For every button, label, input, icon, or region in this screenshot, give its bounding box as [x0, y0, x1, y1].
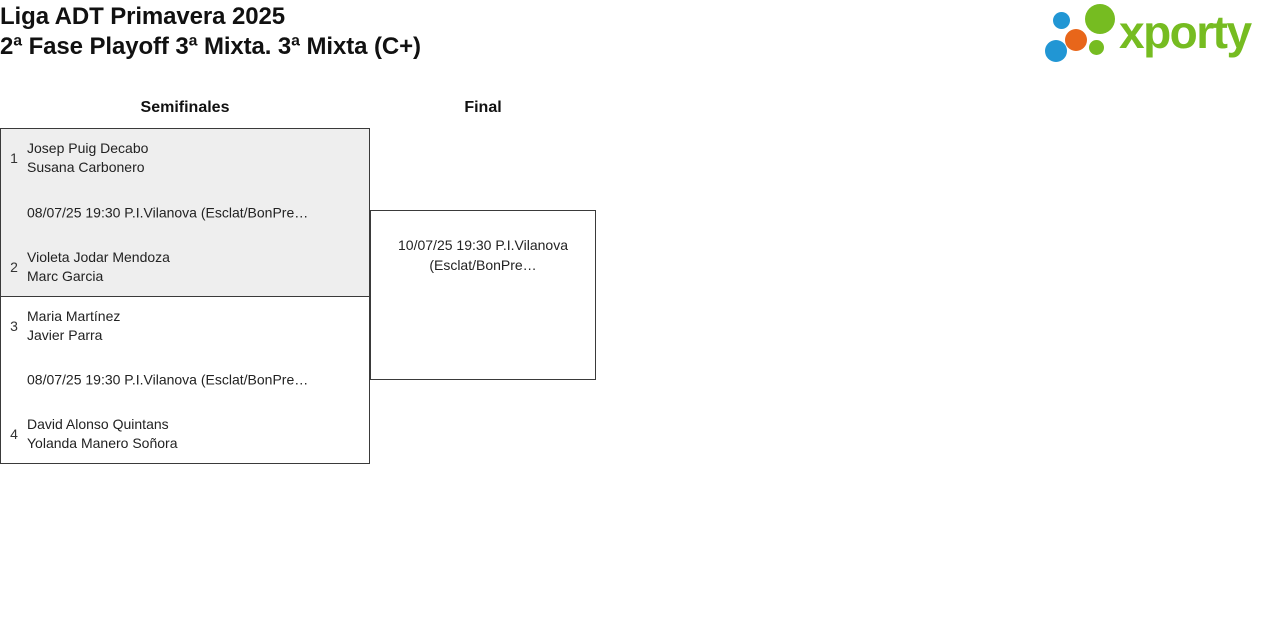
- page-header: Liga ADT Primavera 2025 2ª Fase Playoff …: [0, 0, 1280, 80]
- match-schedule-venue: 08/07/25 19:30 P.I.Vilanova (Esclat/BonP…: [27, 204, 309, 220]
- final-schedule-line-1: 10/07/25 19:30 P.I.Vilanova: [398, 237, 568, 253]
- match-schedule-venue: 08/07/25 19:30 P.I.Vilanova (Esclat/BonP…: [27, 371, 309, 388]
- match-semifinal-2[interactable]: 3 Maria Martínez Javier Parra 08/07/25 1…: [0, 296, 370, 464]
- player-name: Susana Carbonero: [27, 159, 145, 175]
- logo-dot-green-large-icon: [1085, 4, 1115, 34]
- seed-number: 3: [10, 317, 18, 334]
- team-seed-2[interactable]: 2 Violeta Jodar Mendoza Marc Garcia: [1, 248, 369, 286]
- player-name: Javier Parra: [27, 327, 103, 343]
- team-players: David Alonso Quintans Yolanda Manero Soñ…: [27, 415, 369, 453]
- round-header-semifinales: Semifinales: [140, 99, 230, 116]
- seed-number: 2: [10, 258, 18, 275]
- round-header-final: Final: [464, 99, 502, 116]
- seed-number: 4: [10, 425, 18, 442]
- logo-dot-orange-icon: [1065, 29, 1087, 51]
- logo-dot-blue-small-icon: [1053, 12, 1070, 29]
- team-seed-3[interactable]: 3 Maria Martínez Javier Parra: [1, 307, 369, 345]
- xporty-logo[interactable]: xporty: [1045, 4, 1273, 62]
- logo-dots-icon: [1045, 4, 1123, 62]
- match-final[interactable]: 10/07/25 19:30 P.I.Vilanova (Esclat/BonP…: [370, 210, 596, 380]
- logo-dot-blue-large-icon: [1045, 40, 1067, 62]
- player-name: David Alonso Quintans: [27, 416, 169, 432]
- player-name: Maria Martínez: [27, 308, 121, 324]
- page-title: Liga ADT Primavera 2025 2ª Fase Playoff …: [0, 2, 900, 62]
- player-name: Violeta Jodar Mendoza: [27, 249, 170, 265]
- logo-wordmark: xporty: [1119, 6, 1252, 58]
- tournament-phase: 2ª Fase Playoff 3ª Mixta. 3ª Mixta (C+): [0, 33, 421, 60]
- final-schedule-line-2: (Esclat/BonPre…: [429, 257, 537, 273]
- player-name: Marc Garcia: [27, 268, 104, 284]
- team-seed-1[interactable]: 1 Josep Puig Decabo Susana Carbonero: [1, 139, 369, 177]
- tournament-name: Liga ADT Primavera 2025: [0, 3, 285, 30]
- match-semifinal-1[interactable]: 1 Josep Puig Decabo Susana Carbonero 08/…: [0, 128, 370, 297]
- final-schedule-venue: 10/07/25 19:30 P.I.Vilanova (Esclat/BonP…: [381, 235, 585, 275]
- player-name: Josep Puig Decabo: [27, 140, 149, 156]
- seed-number: 1: [10, 149, 18, 166]
- team-players: Josep Puig Decabo Susana Carbonero: [27, 139, 369, 177]
- team-seed-4[interactable]: 4 David Alonso Quintans Yolanda Manero S…: [1, 415, 369, 453]
- player-name: Yolanda Manero Soñora: [27, 435, 178, 451]
- team-players: Maria Martínez Javier Parra: [27, 307, 369, 345]
- logo-dot-green-small-icon: [1089, 40, 1104, 55]
- team-players: Violeta Jodar Mendoza Marc Garcia: [27, 248, 369, 286]
